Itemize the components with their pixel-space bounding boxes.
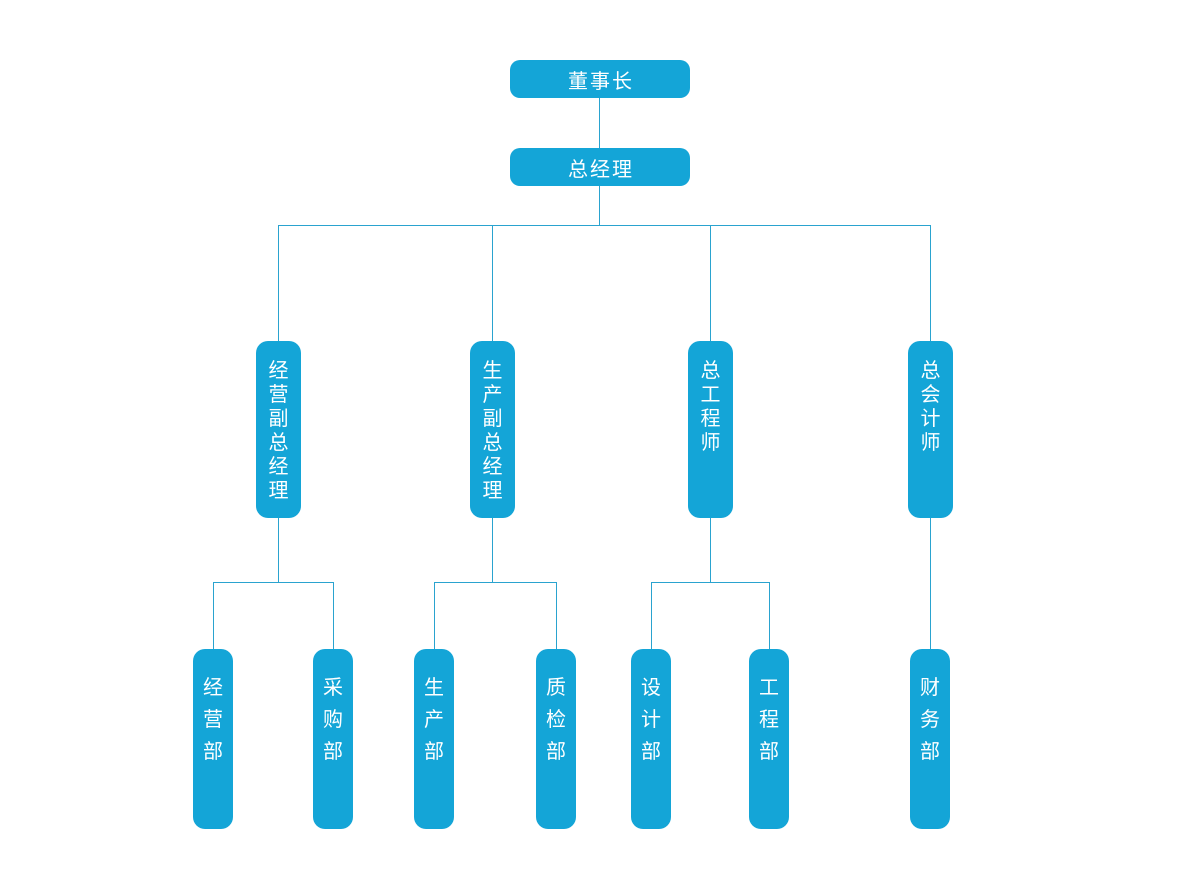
connector-line bbox=[434, 582, 435, 649]
node-vp-operations: 经营副总经理 bbox=[256, 341, 301, 518]
connector-line bbox=[278, 225, 931, 226]
node-vp-production: 生产副总经理 bbox=[470, 341, 515, 518]
connector-line bbox=[333, 582, 334, 649]
connector-line bbox=[213, 582, 334, 583]
node-dept-quality: 质检部 bbox=[536, 649, 576, 829]
node-dept-operations: 经营部 bbox=[193, 649, 233, 829]
connector-line bbox=[434, 582, 557, 583]
node-dept-purchasing: 采购部 bbox=[313, 649, 353, 829]
node-chief-accountant: 总会计师 bbox=[908, 341, 953, 518]
node-dept-design: 设计部 bbox=[631, 649, 671, 829]
connector-line bbox=[769, 582, 770, 649]
connector-line bbox=[710, 225, 711, 341]
connector-line bbox=[930, 518, 931, 649]
connector-line bbox=[651, 582, 770, 583]
connector-line bbox=[213, 582, 214, 649]
node-general-manager: 总经理 bbox=[510, 148, 690, 186]
connector-line bbox=[492, 518, 493, 582]
node-dept-finance: 财务部 bbox=[910, 649, 950, 829]
connector-line bbox=[599, 186, 600, 225]
connector-line bbox=[599, 98, 600, 148]
connector-line bbox=[930, 225, 931, 341]
node-chairman: 董事长 bbox=[510, 60, 690, 98]
connector-line bbox=[710, 518, 711, 582]
node-dept-engineering: 工程部 bbox=[749, 649, 789, 829]
node-chief-engineer: 总工程师 bbox=[688, 341, 733, 518]
node-dept-production: 生产部 bbox=[414, 649, 454, 829]
connector-line bbox=[556, 582, 557, 649]
connector-line bbox=[278, 518, 279, 582]
connector-line bbox=[278, 225, 279, 341]
connector-line bbox=[651, 582, 652, 649]
connector-line bbox=[492, 225, 493, 341]
